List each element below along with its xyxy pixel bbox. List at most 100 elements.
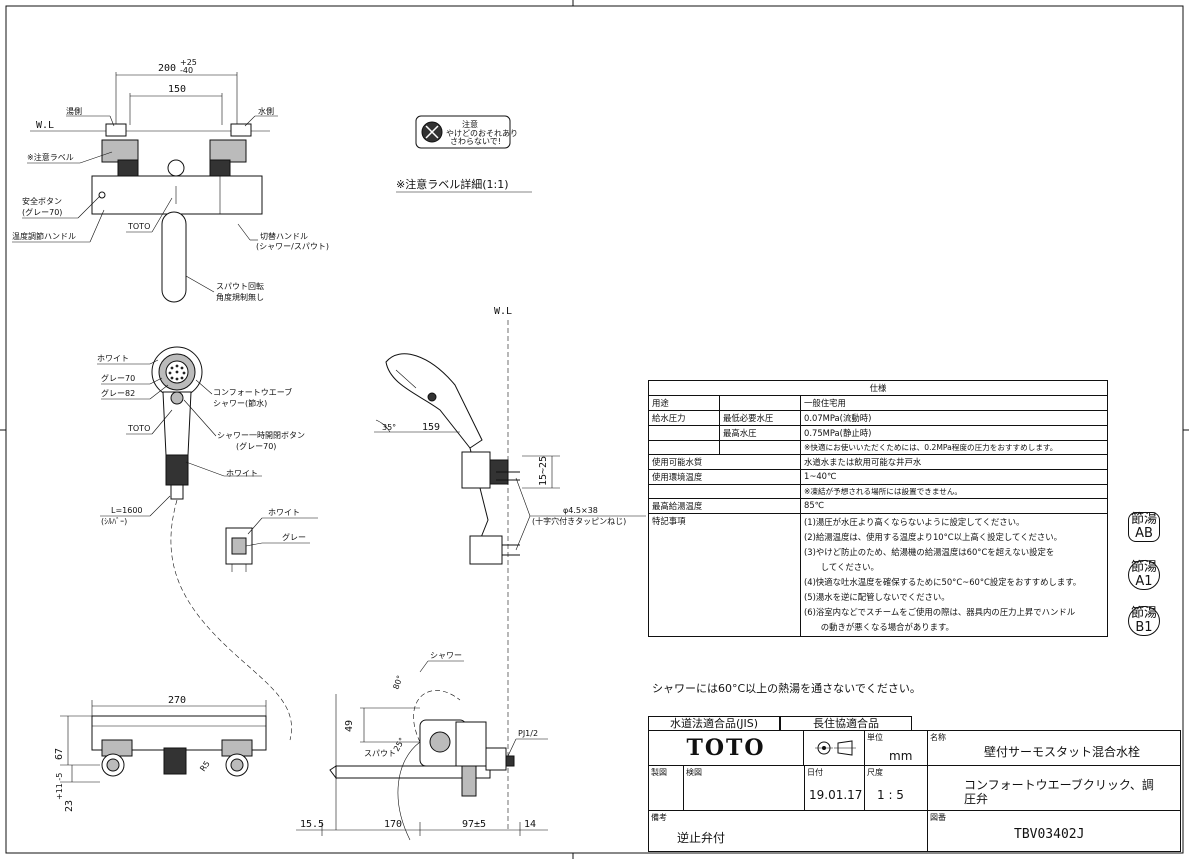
stamp-ab: 節湯 AB xyxy=(1128,512,1160,542)
spout-direction-label: スパウト xyxy=(364,749,396,758)
dim-bottom-23: 23 xyxy=(64,800,75,812)
white2-label: ホワイト xyxy=(226,469,258,478)
hose-type-label: (ｼﾙﾊﾞｰ) xyxy=(101,517,127,526)
dim-15-5: 15.5 xyxy=(300,819,324,830)
spec-sub xyxy=(719,440,801,455)
spout-rotation-label: スパウト回転 xyxy=(216,282,264,291)
assoc-label: 長住協適合品 xyxy=(780,716,912,731)
spec-label: 最高給湯温度 xyxy=(648,498,801,514)
spec-note: (5)湯水を逆に配管しないでください。 xyxy=(804,592,950,602)
shower-head-view: ホワイト グレー70 グレー82 コンフォートウエーブ シャワー(節水) TOT… xyxy=(97,346,318,741)
spec-note: (2)給湯温度は、使用する温度より10°C以上高く設定してください。 xyxy=(804,532,1063,542)
dim-pitch-inner: 150 xyxy=(168,84,186,95)
spec-label xyxy=(648,425,720,441)
remarks-value: 逆止弁付 xyxy=(677,831,726,845)
comfort-shower-sub: シャワー(節水) xyxy=(213,398,267,408)
product-name: 壁付サーモスタット混合水栓 xyxy=(984,745,1141,759)
spec-value: 85℃ xyxy=(800,498,1108,514)
safety-button-color: (グレー70) xyxy=(22,207,62,217)
stop-button-label: シャワー一時開閉ボタン xyxy=(217,431,305,440)
stop-button-color: (グレー70) xyxy=(236,441,276,451)
spec-value: 水道水または飲用可能な井戸水 xyxy=(800,454,1108,470)
unit-label: 単位 xyxy=(867,733,883,742)
dim-side-159: 159 xyxy=(422,422,440,433)
spec-label: 給水圧力 xyxy=(648,410,720,426)
grey82-label: グレー82 xyxy=(101,388,135,398)
spec-value: 0.75MPa(静止時) xyxy=(800,425,1108,441)
spec-value: 0.07MPa(流動時) xyxy=(800,410,1108,426)
hose-length-label: L=1600 xyxy=(111,506,143,515)
spout-rotation-sub: 角度規制無し xyxy=(216,292,264,302)
subname-cell: コンフォートウエーブクリック、調圧弁 xyxy=(927,765,1181,811)
date-cell: 日付 19.01.17 xyxy=(804,765,865,811)
caution-text-2: さわらないで! xyxy=(450,137,501,146)
name-label: 名称 xyxy=(930,733,946,742)
spec-label xyxy=(648,440,720,455)
stamp-bottom: A1 xyxy=(1135,574,1153,589)
drawing-no-label: 図番 xyxy=(930,813,946,822)
unit-cell: 単位 mm xyxy=(864,730,928,766)
dim-side-15-25: 15~25 xyxy=(538,456,549,486)
stamp-a1: 節湯 A1 xyxy=(1128,560,1160,590)
dim-170: 170 xyxy=(384,819,402,830)
dim-bottom-270: 270 xyxy=(168,695,186,706)
stamp-b1: 節湯 B1 xyxy=(1128,606,1160,636)
remarks-cell: 備考 逆止弁付 xyxy=(648,810,928,852)
dim-pj: PJ1/2 xyxy=(518,729,538,738)
spec-sub: 最低必要水圧 xyxy=(719,410,801,426)
spec-value: ※快適にお使いいただくためには、0.2MPa程度の圧力をおすすめします。 xyxy=(800,440,1108,455)
scale-cell: 尺度 1 : 5 xyxy=(864,765,928,811)
scale-value: 1 : 5 xyxy=(877,788,904,802)
spec-notes: (1)湯圧が水圧より高くならないように設定してください。 (2)給湯温度は、使用… xyxy=(800,513,1108,637)
comfort-shower-label: コンフォートウエーブ xyxy=(213,387,292,397)
spec-label xyxy=(648,484,801,499)
unit-value: mm xyxy=(889,749,913,763)
name-cell: 名称 壁付サーモスタット混合水栓 xyxy=(927,730,1181,766)
stamp-top: 節湯 xyxy=(1130,560,1157,575)
spec-title: 仕様 xyxy=(648,380,1108,396)
dim-side-49: 49 xyxy=(344,720,355,732)
spec-note: (6)浴室内などでスチームをご使用の際は、器具内の圧力上昇でハンドル xyxy=(804,607,1076,617)
check-cell: 検図 xyxy=(683,765,805,811)
drawing-no: TBV03402J xyxy=(1014,827,1085,842)
check-label: 検図 xyxy=(686,768,702,777)
hot-side-label: 湯側 xyxy=(66,106,82,116)
toto-mark-label: TOTO xyxy=(127,222,150,231)
dim-bottom-23-tol: +11 -5 xyxy=(55,773,64,800)
dim-angle-80: 80° xyxy=(391,674,404,690)
spec-label: 使用可能水質 xyxy=(648,454,801,470)
spec-note: (3)やけど防止のため、給湯機の給湯温度は60°Cを超えない設定を xyxy=(804,547,1055,557)
switch-handle-label: 切替ハンドル xyxy=(260,231,308,241)
caution-head: 注意 xyxy=(462,119,478,129)
product-subname: コンフォートウエーブクリック、調圧弁 xyxy=(964,778,1154,806)
brand-cell: TOTO xyxy=(648,730,804,766)
dim-14: 14 xyxy=(524,819,536,830)
caution-label-callout: ※注意ラベル xyxy=(27,152,74,162)
spec-sub: 最高水圧 xyxy=(719,425,801,441)
dim-bottom-67: 67 xyxy=(54,748,65,760)
dim-bottom-r: R5 xyxy=(198,759,211,773)
spec-notes-label: 特記事項 xyxy=(648,513,801,637)
spec-table: 仕様 用途 一般住宅用 給水圧力 最低必要水圧 0.07MPa(流動時) 最高水… xyxy=(648,380,1108,637)
dim-top-pitch-plus: +25 xyxy=(180,58,197,67)
caution-label-detail: 注意 やけどのおそれあり さわらないで! ※注意ラベル詳細(1:1) xyxy=(396,115,532,193)
spec-value: 1~40℃ xyxy=(800,469,1108,485)
caution-detail-title: ※注意ラベル詳細(1:1) xyxy=(396,177,509,191)
dim-side-35: 35° xyxy=(382,423,396,432)
stamp-bottom: AB xyxy=(1135,526,1153,541)
made-label: 製図 xyxy=(651,768,667,777)
spec-label: 用途 xyxy=(648,395,720,411)
spec-note: (1)湯圧が水圧より高くならないように設定してください。 xyxy=(804,517,1025,527)
spec-note: (4)快適な吐水温度を確保するために50°C~60°C設定をおすすめします。 xyxy=(804,577,1082,587)
stamp-top: 節湯 xyxy=(1130,606,1157,621)
jis-label: 水道法適合品(JIS) xyxy=(648,716,780,731)
bottom-side-view: 49 80° 25° シャワー スパウト PJ1/2 15.5 170 97±5… xyxy=(296,651,548,841)
grey70-label: グレー70 xyxy=(101,373,135,383)
caution-text-1: やけどのおそれあり xyxy=(446,129,518,138)
white3-label: ホワイト xyxy=(268,508,300,517)
drawing-no-cell: 図番 TBV03402J xyxy=(927,810,1181,852)
grey-label: グレー xyxy=(282,532,306,542)
date-value: 19.01.17 xyxy=(809,788,863,802)
warning-line: シャワーには60°C以上の熱湯を通さないでください。 xyxy=(652,682,921,695)
cold-side-label: 水側 xyxy=(258,106,274,116)
